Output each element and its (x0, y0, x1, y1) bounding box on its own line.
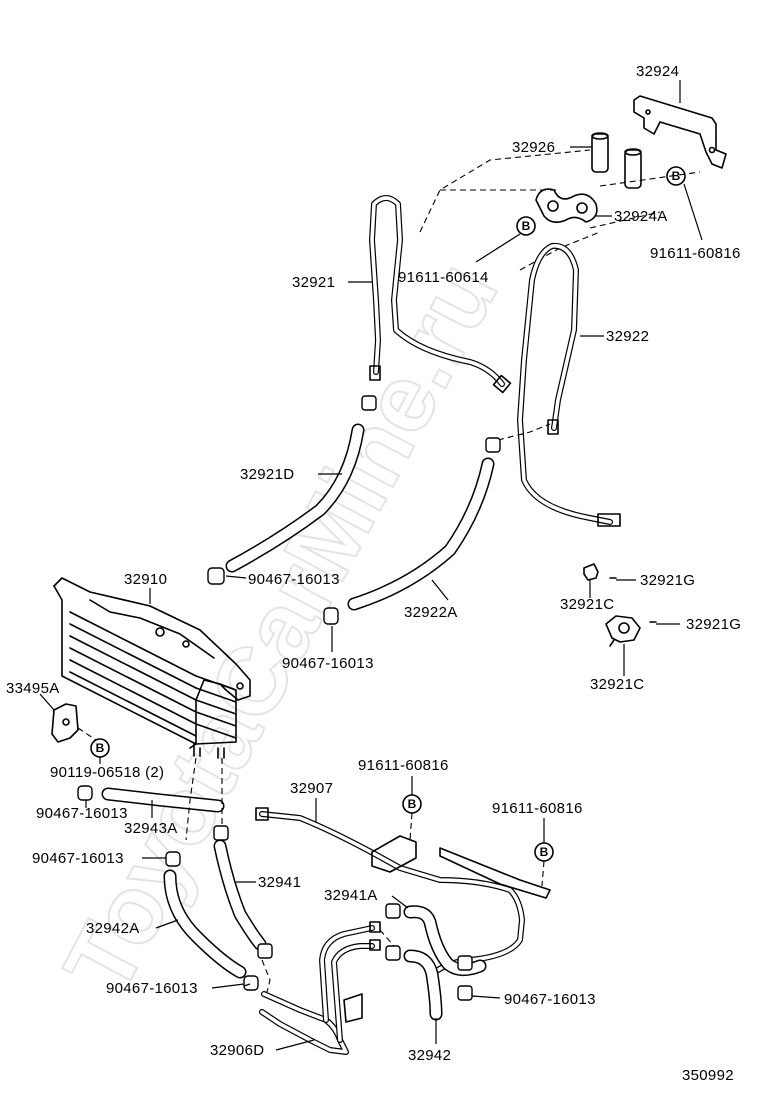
hose-32921D (225, 395, 377, 573)
svg-text:B: B (540, 845, 549, 859)
clamp-90467-b (323, 607, 339, 625)
bolt-symbol-91611-60816-right: B (534, 842, 554, 862)
label-32922: 32922 (606, 328, 649, 345)
label-32907: 32907 (290, 780, 333, 797)
fitting-32921C-2 (605, 615, 641, 647)
cushion-32926 (591, 132, 642, 189)
label-32921: 32921 (292, 274, 335, 291)
svg-text:B: B (672, 169, 681, 183)
bolt-symbol-91611-60816-mid: B (402, 794, 422, 814)
clamp-90467-c (77, 785, 93, 801)
label-32906D: 32906D (210, 1042, 264, 1059)
hose-32922A (347, 437, 501, 611)
clamp-32924A (535, 188, 598, 224)
label-90467-16013-f: 90467-16013 (504, 991, 596, 1008)
label-90467-16013-e: 90467-16013 (106, 980, 198, 997)
svg-text:B: B (96, 741, 105, 755)
label-90467-16013-d: 90467-16013 (32, 850, 124, 867)
label-90119-06518: 90119-06518 (2) (50, 764, 164, 781)
bracket-33495A (51, 703, 79, 743)
bolt-symbol-90119: B (90, 738, 110, 758)
clamp-90467-e (243, 975, 259, 991)
clamp-90467-d (165, 851, 181, 867)
label-33495A: 33495A (6, 680, 60, 697)
watermark: ToyotaCarMine.ru (44, 245, 518, 1010)
pipe-bracket (371, 835, 551, 899)
label-32921C-2: 32921C (590, 676, 644, 693)
label-32942A: 32942A (86, 920, 140, 937)
label-90467-16013-a: 90467-16013 (248, 571, 340, 588)
hose-32941 (213, 825, 273, 959)
label-91611-60816-mid: 91611-60816 (358, 757, 449, 774)
pipe-32906D (259, 921, 381, 1055)
bolt-symbol-91611-60816-top: B (666, 166, 686, 186)
label-32943A: 32943A (124, 820, 178, 837)
label-32922A: 32922A (404, 604, 458, 621)
label-91611-60614: 91611-60614 (398, 269, 489, 286)
label-32921G-2: 32921G (686, 616, 741, 633)
hose-32943A (101, 787, 225, 813)
label-32924A: 32924A (614, 208, 668, 225)
label-90467-16013-c: 90467-16013 (36, 805, 128, 822)
label-32921G-1: 32921G (640, 572, 695, 589)
label-32924: 32924 (636, 63, 679, 80)
label-32921C-1: 32921C (560, 596, 614, 613)
pipe-32921 (369, 195, 512, 394)
label-32910: 32910 (124, 571, 167, 588)
label-32941A: 32941A (324, 887, 378, 904)
clamp-90467-a (207, 567, 225, 585)
hose-32942 (385, 945, 473, 1021)
label-32942: 32942 (408, 1047, 451, 1064)
svg-text:B: B (522, 219, 531, 233)
figure-number: 350992 (682, 1067, 734, 1084)
pipe-32922 (517, 242, 621, 527)
label-32926: 32926 (512, 139, 555, 156)
oil-cooler-32910 (53, 577, 251, 759)
hose-32941A (385, 903, 487, 976)
label-91611-60816-top: 91611-60816 (650, 245, 741, 262)
bracket-32924 (633, 95, 727, 169)
svg-text:B: B (408, 797, 417, 811)
hose-32942A (163, 869, 247, 979)
label-32941: 32941 (258, 874, 301, 891)
label-90467-16013-b: 90467-16013 (282, 655, 374, 672)
bolt-symbol-91611-60614: B (516, 216, 536, 236)
label-91611-60816-right: 91611-60816 (492, 800, 583, 817)
fitting-32921C-1 (583, 563, 599, 581)
label-32921D: 32921D (240, 466, 294, 483)
